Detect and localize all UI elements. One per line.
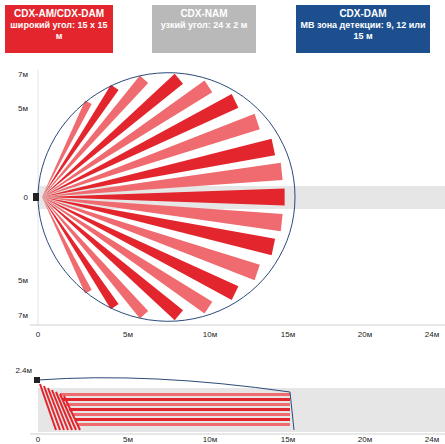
model-name: CDX-DAM — [300, 8, 426, 20]
beam-chevron — [64, 396, 80, 430]
axis-line — [30, 434, 445, 435]
wide-beams — [42, 74, 285, 320]
model-box: CDX-NAMузкий угол: 24 x 2 м — [152, 5, 256, 53]
wide-zone-outline — [38, 73, 295, 322]
beam-band — [63, 398, 290, 401]
axis-label: 5м — [123, 435, 133, 444]
beam-wedge — [42, 188, 285, 205]
axis-label: 2.4м — [15, 366, 32, 375]
axis-label: 20м — [358, 330, 372, 339]
model-box: CDX-AM/CDX-DAMширокий угол: 15 x 15 м — [5, 5, 113, 53]
model-spec: широкий угол: 15 x 15 м — [9, 20, 109, 42]
beam-band — [72, 413, 290, 416]
axis-label: 0 — [24, 193, 28, 202]
axis-label: 5м — [18, 276, 28, 285]
model-spec: узкий угол: 24 x 2 м — [156, 20, 252, 31]
axis-label: 24м — [425, 435, 439, 444]
beam-chevron — [60, 394, 76, 430]
beam-band — [78, 423, 290, 426]
narrow-beam-lower — [38, 388, 445, 432]
model-box: CDX-DAMМВ зона детекции: 9, 12 или 15 м — [296, 5, 430, 53]
axis-label: 10м — [203, 435, 217, 444]
sensor-icon — [33, 193, 39, 201]
axis-grid — [30, 70, 445, 325]
beam-band — [69, 408, 290, 411]
beam-band — [66, 403, 290, 406]
sensor-icon-lower — [34, 377, 40, 383]
beam-chevron — [40, 384, 56, 430]
axis-label: 0 — [36, 435, 40, 444]
axis-label: 5м — [123, 330, 133, 339]
axis-label: 7м — [18, 311, 28, 320]
lower-zone-outline — [38, 378, 294, 430]
model-name: CDX-NAM — [156, 8, 252, 20]
axis-label: 10м — [203, 330, 217, 339]
axis-label: 20м — [358, 435, 372, 444]
lower-beams — [40, 384, 290, 430]
axis-label: 15м — [281, 435, 295, 444]
model-spec: МВ зона детекции: 9, 12 или 15 м — [300, 20, 426, 42]
axis-label: 24м — [425, 330, 439, 339]
beam-wedge — [42, 197, 148, 319]
model-name: CDX-AM/CDX-DAM — [9, 8, 109, 20]
beam-band — [75, 418, 290, 421]
axis-label: 0 — [36, 330, 40, 339]
axis-label: 15м — [281, 330, 295, 339]
beam-band — [60, 393, 290, 396]
axis-label: 7м — [18, 70, 28, 79]
axis-label: 5м — [18, 104, 28, 113]
beam-wedge — [42, 197, 183, 320]
